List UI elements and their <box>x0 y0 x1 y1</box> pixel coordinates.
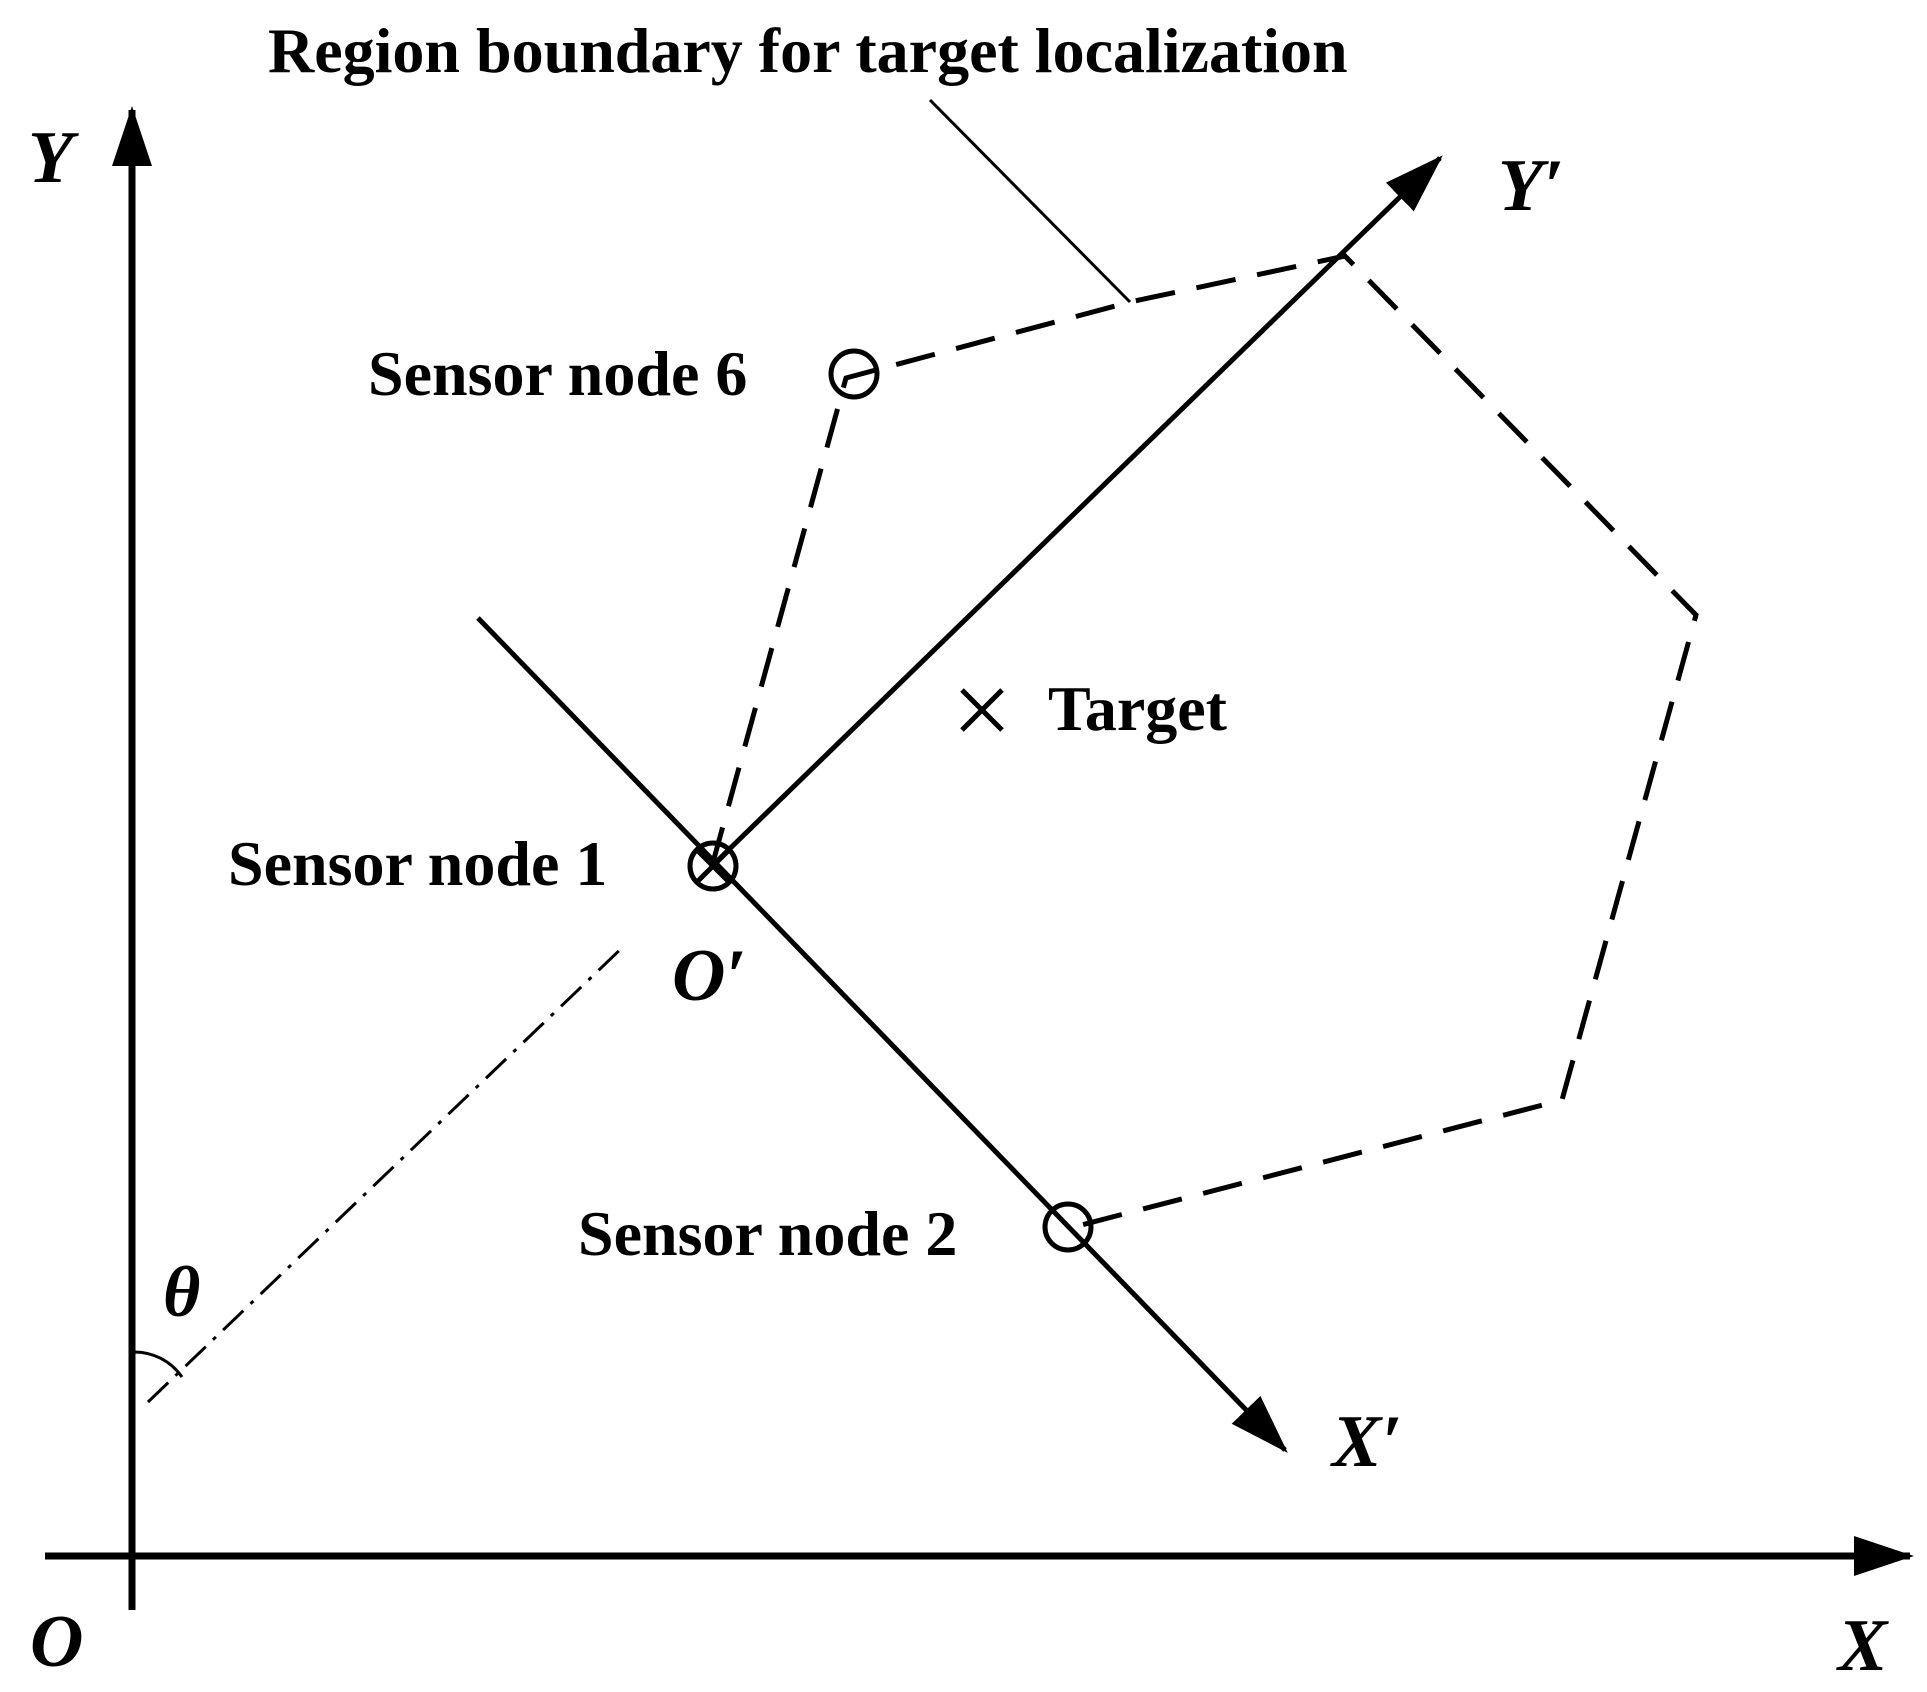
origin-label: O <box>30 1601 83 1683</box>
theta-label: θ <box>163 1252 200 1332</box>
y-axis-label: Y <box>28 117 79 199</box>
y-prime-label: Y′ <box>1498 145 1564 227</box>
y-prime-axis <box>710 155 1443 868</box>
o-prime-label: O′ <box>672 935 746 1017</box>
diagram-title: Region boundary for target localization <box>268 15 1348 86</box>
title-leader-line <box>928 98 1132 304</box>
theta-arc <box>131 1350 184 1378</box>
sensor-node-6-marker <box>828 348 880 400</box>
x-prime-axis <box>476 616 1288 1453</box>
target-label: Target <box>1048 673 1228 744</box>
sensor-node-1-marker <box>687 840 739 892</box>
target-marker <box>960 688 1004 732</box>
x-prime-label: X′ <box>1330 1401 1402 1483</box>
x-axis-label: X <box>1836 1605 1889 1687</box>
sensor-node-2-marker <box>1042 1201 1094 1253</box>
sensor-node-6-label: Sensor node 6 <box>368 338 747 409</box>
origin-to-oprime-dashdot <box>146 943 627 1404</box>
sensor-node-1-label: Sensor node 1 <box>228 828 607 899</box>
sensor-node-2-label: Sensor node 2 <box>578 1198 957 1269</box>
region-boundary <box>709 253 1699 1231</box>
